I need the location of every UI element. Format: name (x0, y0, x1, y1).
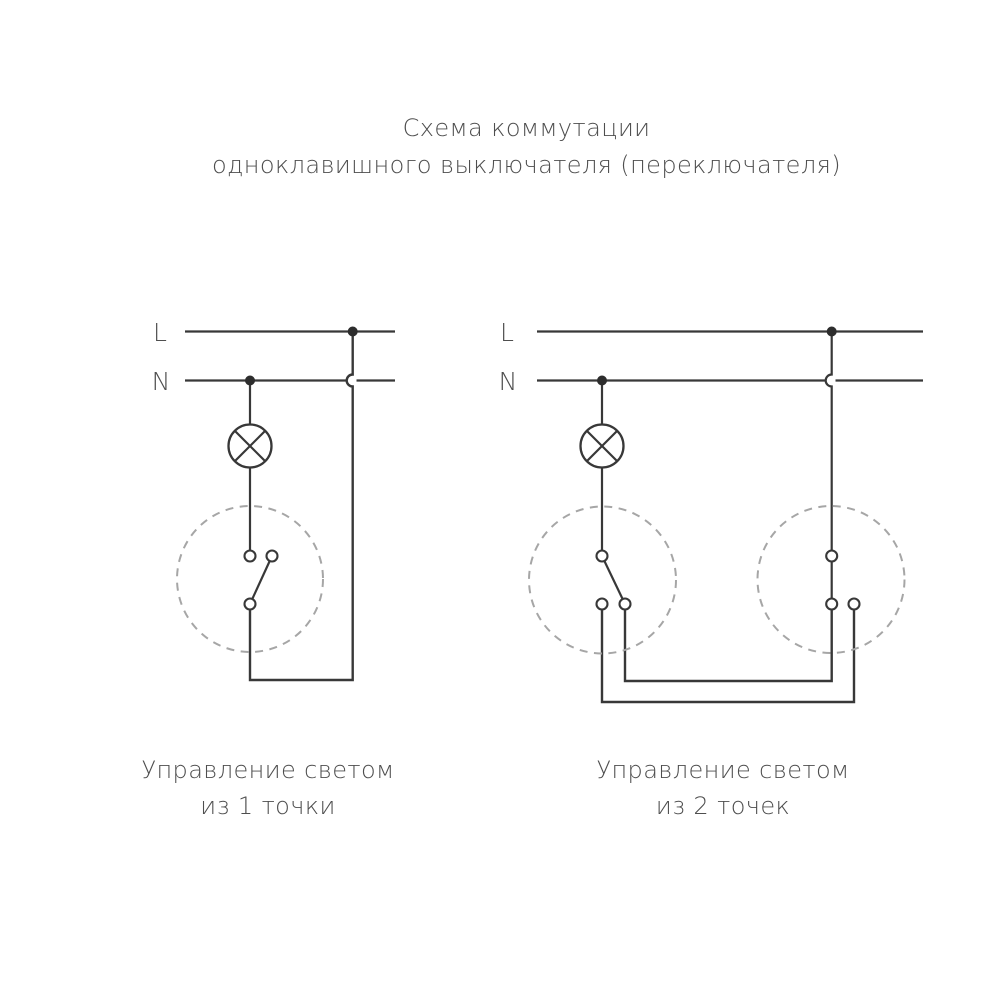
switch-lever (249, 555, 273, 605)
page-title: Схема коммутации одноклавишного выключат… (124, 110, 929, 184)
neutral-wire-label: N (499, 367, 518, 396)
title-line-2: одноклавишного выключателя (переключател… (212, 151, 841, 179)
switch-terminal (825, 597, 839, 611)
switch-lever (601, 555, 626, 605)
caption-line-2: из 2 точек (655, 792, 791, 820)
switch-terminal (265, 549, 279, 563)
switch-terminal (618, 597, 632, 611)
diagram-one-point: L N (152, 318, 395, 682)
switch-boundary-circle (756, 505, 906, 654)
title-line-1: Схема коммутации (402, 114, 651, 142)
junction-dot (597, 375, 607, 386)
live-feed-wire (824, 331, 833, 556)
junction-dot (347, 326, 358, 337)
lamp-icon (579, 423, 625, 469)
junction-dot (826, 326, 837, 337)
diagram-two-point: L N (499, 318, 923, 704)
switch-boundary-circle (528, 505, 677, 655)
caption-two-point: Управление светом из 2 точек (523, 752, 923, 824)
lamp-icon (227, 423, 273, 469)
caption-line-1: Управление светом (596, 756, 850, 784)
neutral-wire-label: N (152, 367, 171, 396)
traveller-wire-inner (623, 604, 833, 683)
switch-boundary-circle (176, 505, 324, 653)
live-wire-label: L (500, 318, 514, 347)
traveller-wire-outer (600, 604, 856, 704)
switch-return-wire (248, 331, 354, 682)
switch-terminal (243, 597, 257, 611)
switch-terminal (825, 549, 839, 563)
switch-terminal (243, 549, 257, 563)
switch-terminal (595, 597, 609, 611)
junction-dot (245, 375, 255, 386)
caption-one-point: Управление светом из 1 точки (68, 752, 468, 824)
switch-terminal (595, 549, 609, 563)
live-wire-label: L (153, 318, 167, 347)
caption-line-2: из 1 точки (200, 792, 336, 820)
caption-line-1: Управление светом (141, 756, 395, 784)
switch-terminal (847, 597, 861, 611)
